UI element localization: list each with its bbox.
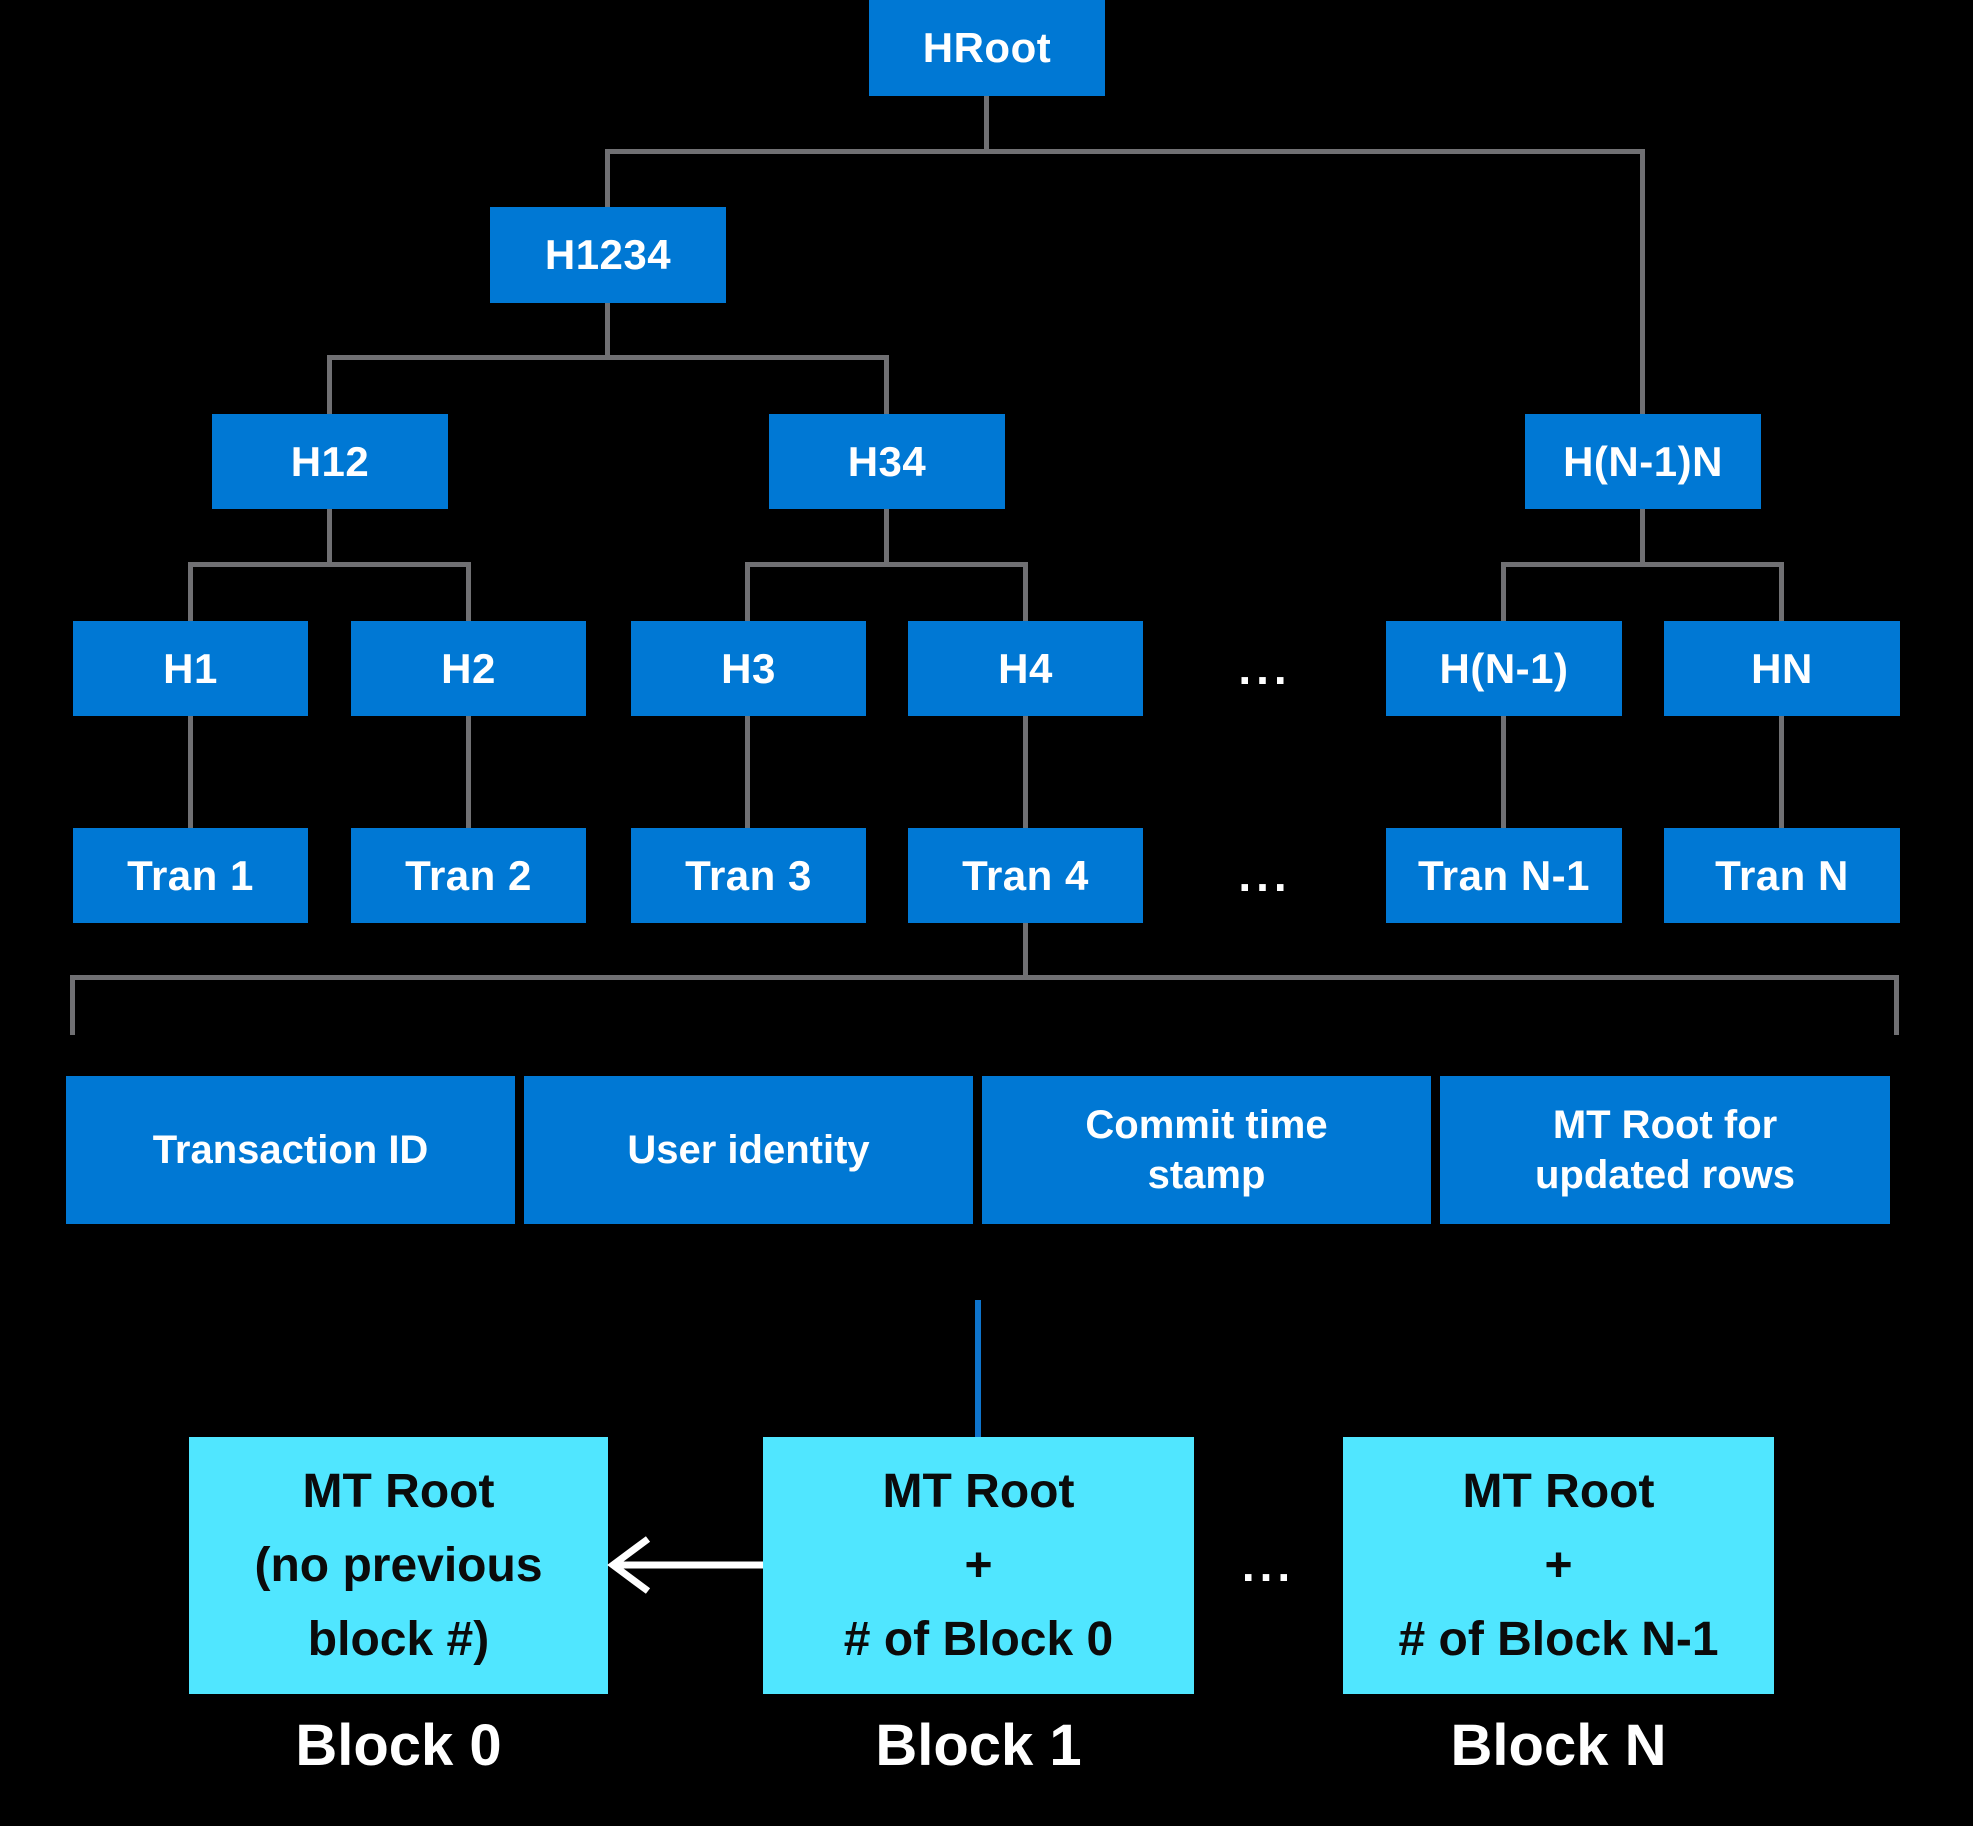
connector-drop-h4 (1023, 562, 1028, 621)
connector-h12-stub (327, 509, 332, 567)
field-user-identity: User identity (524, 1076, 973, 1224)
node-hn: HN (1664, 621, 1900, 716)
blockn-box: MT Root + # of Block N-1 (1343, 1437, 1774, 1694)
connector-h34-stub (884, 509, 889, 567)
connector-h1-tran1 (188, 716, 193, 828)
connector-tran4-stub (1023, 923, 1028, 980)
connector-drop-h2 (466, 562, 471, 621)
connector-h3-tran3 (745, 716, 750, 828)
node-h34: H34 (769, 414, 1005, 509)
node-trann1: Tran N-1 (1386, 828, 1622, 923)
connector-bracket-left-tick (70, 975, 75, 1035)
block0-box: MT Root (no previous block #) (189, 1437, 608, 1694)
connector-drop-h34 (884, 355, 889, 414)
connector-bracket-h34-children (745, 562, 1028, 567)
connector-h4-tran4 (1023, 716, 1028, 828)
field-transaction-id: Transaction ID (66, 1076, 515, 1224)
node-trann: Tran N (1664, 828, 1900, 923)
connector-bracket-right-tick (1894, 975, 1899, 1035)
tran-row-ellipsis: ... (1238, 849, 1292, 901)
node-tran1: Tran 1 (73, 828, 308, 923)
node-h12: H12 (212, 414, 448, 509)
node-h2: H2 (351, 621, 586, 716)
field-commit-timestamp: Commit time stamp (982, 1076, 1431, 1224)
connector-hn-trann (1779, 716, 1784, 828)
connector-h1234-stub (605, 303, 610, 360)
connector-drop-h1 (188, 562, 193, 621)
connector-bracket-hn1n-children (1501, 562, 1784, 567)
connector-bracket-h12-children (188, 562, 471, 567)
node-h1: H1 (73, 621, 308, 716)
connector-detail-to-block1 (975, 1300, 981, 1437)
connector-drop-h3 (745, 562, 750, 621)
node-tran4: Tran 4 (908, 828, 1143, 923)
previous-block-arrow (607, 1536, 763, 1594)
node-tran3: Tran 3 (631, 828, 866, 923)
node-tran2: Tran 2 (351, 828, 586, 923)
connector-h2-tran2 (466, 716, 471, 828)
connector-bracket-level1 (605, 149, 1645, 154)
block1-box: MT Root + # of Block 0 (763, 1437, 1194, 1694)
connector-drop-hn1 (1501, 562, 1506, 621)
connector-hroot-stub (984, 96, 989, 154)
connector-drop-h1234 (605, 149, 610, 207)
field-mt-root: MT Root for updated rows (1440, 1076, 1890, 1224)
connector-bracket-transaction (70, 975, 1899, 980)
block1-label: Block 1 (875, 1713, 1082, 1778)
block-row-ellipsis: ... (1241, 1539, 1296, 1591)
node-h1234: H1234 (490, 207, 726, 303)
node-hn1: H(N-1) (1386, 621, 1622, 716)
connector-drop-h12 (327, 355, 332, 414)
block0-label: Block 0 (295, 1713, 502, 1778)
connector-hn1n-stub (1640, 509, 1645, 567)
connector-hn1-trann1 (1501, 716, 1506, 828)
node-hroot: HRoot (869, 0, 1105, 96)
connector-drop-hn (1779, 562, 1784, 621)
node-h3: H3 (631, 621, 866, 716)
hash-row-ellipsis: ... (1238, 642, 1292, 694)
connector-drop-hn1n (1640, 149, 1645, 414)
node-hn1n: H(N-1)N (1525, 414, 1761, 509)
blockn-label: Block N (1450, 1713, 1667, 1778)
connector-bracket-level2 (327, 355, 889, 360)
node-h4: H4 (908, 621, 1143, 716)
